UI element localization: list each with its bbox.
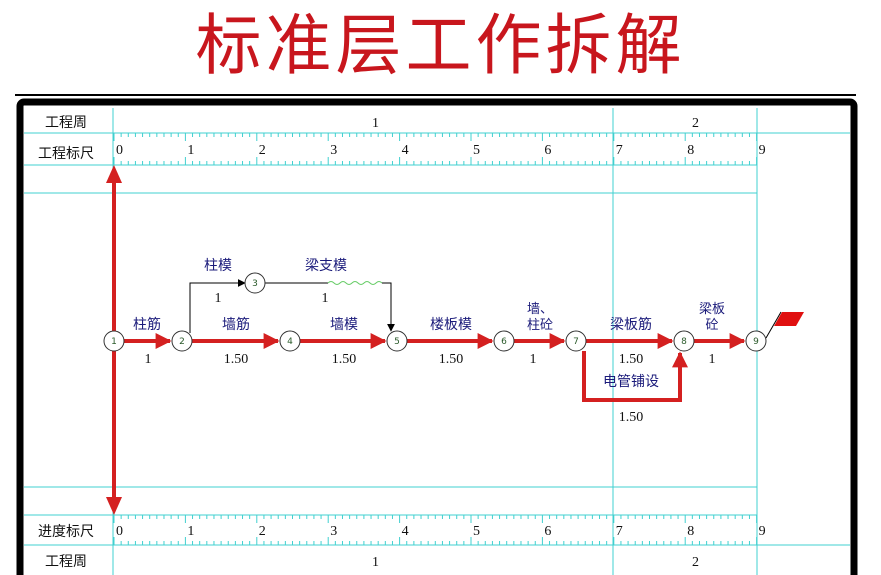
week-row-label-top: 工程周: [45, 115, 87, 131]
critical-path: [112, 180, 746, 502]
svg-text:1: 1: [111, 337, 117, 347]
scale-tick-label: 7: [616, 143, 623, 158]
node-9[interactable]: 9: [745, 330, 767, 352]
non-critical-path: [189, 279, 395, 333]
activity-duration: 1: [145, 352, 152, 367]
scale-tick-label: 8: [687, 524, 694, 539]
node-1[interactable]: 1: [103, 330, 125, 352]
activity-name: 墙模: [330, 317, 358, 333]
scale-tick-label: 9: [759, 524, 766, 539]
activity-name: 柱筋: [133, 316, 161, 333]
activity-name: 电管铺设: [603, 374, 659, 390]
node-8[interactable]: 8: [673, 330, 695, 352]
week-row-label-bottom: 工程周: [45, 554, 87, 570]
activity-name: 梁支模: [305, 258, 347, 274]
frame: [16, 98, 858, 575]
scale-tick-label: 1: [187, 143, 194, 158]
week-1-bottom: 1: [372, 555, 379, 570]
svg-text:9: 9: [753, 337, 759, 347]
node-7[interactable]: 7: [565, 330, 587, 352]
scale-tick-label: 6: [544, 143, 551, 158]
flag-pole: [765, 311, 782, 339]
activity-name: 梁板砼: [699, 302, 725, 333]
arrow-down-icon: [106, 497, 122, 515]
scale-tick-label: 4: [402, 524, 409, 539]
activity-name: 墙、柱砼: [527, 302, 553, 333]
activity-duration: 1.50: [619, 410, 644, 425]
scale-tick-label: 4: [402, 143, 409, 158]
scale-tick-label: 6: [544, 524, 551, 539]
scale-tick-label: 3: [330, 524, 337, 539]
svg-text:6: 6: [501, 337, 507, 347]
svg-text:8: 8: [681, 337, 687, 347]
flag-icon: [774, 312, 804, 326]
arrow-up-icon: [106, 165, 122, 183]
node-3[interactable]: 3: [244, 272, 266, 294]
scale-tick-label: 2: [259, 143, 266, 158]
activity-name: 楼板模: [430, 317, 472, 333]
svg-text:4: 4: [287, 337, 293, 347]
node-6[interactable]: 6: [493, 330, 515, 352]
svg-text:2: 2: [179, 337, 185, 347]
activity-duration: 1: [215, 291, 222, 306]
svg-text:3: 3: [252, 279, 258, 289]
activity-name: 柱模: [204, 258, 232, 274]
activity-duration: 1.50: [619, 352, 644, 367]
activity-duration: 1: [709, 352, 716, 367]
scale-tick-label: 9: [759, 143, 766, 158]
scale-tick-label: 2: [259, 524, 266, 539]
scale-row-label-top: 工程标尺: [38, 146, 94, 162]
scale-tick-label: 5: [473, 524, 480, 539]
scale-tick-label: 8: [687, 143, 694, 158]
week-1-top: 1: [372, 116, 379, 131]
activity-duration: 1: [530, 352, 537, 367]
svg-text:5: 5: [394, 337, 400, 347]
scale-tick-label: 1: [187, 524, 194, 539]
page-title: 标准层工作拆解: [195, 7, 686, 84]
week-2-top: 2: [692, 116, 699, 131]
scale-tick-label: 3: [330, 143, 337, 158]
scale-tick-label: 0: [116, 524, 123, 539]
activity-labels: 柱筋 1 柱模 1 梁支模 1 墙筋 1.50 墙模 1.50 楼板模 1.50…: [133, 258, 725, 425]
activity-duration: 1.50: [224, 352, 249, 367]
activity-duration: 1: [322, 291, 329, 306]
node-5[interactable]: 5: [386, 330, 408, 352]
activity-duration: 1.50: [439, 352, 464, 367]
week-2-bottom: 2: [692, 555, 699, 570]
svg-text:7: 7: [573, 337, 579, 347]
node-4[interactable]: 4: [279, 330, 301, 352]
activity-name: 墙筋: [222, 316, 250, 333]
activity-name: 梁板筋: [610, 316, 652, 333]
scale-row-label-bottom: 进度标尺: [38, 524, 94, 540]
scale-tick-label: 7: [616, 524, 623, 539]
scale-tick-label: 0: [116, 143, 123, 158]
activity-duration: 1.50: [332, 352, 357, 367]
node-2[interactable]: 2: [171, 330, 193, 352]
scale-tick-label: 5: [473, 143, 480, 158]
